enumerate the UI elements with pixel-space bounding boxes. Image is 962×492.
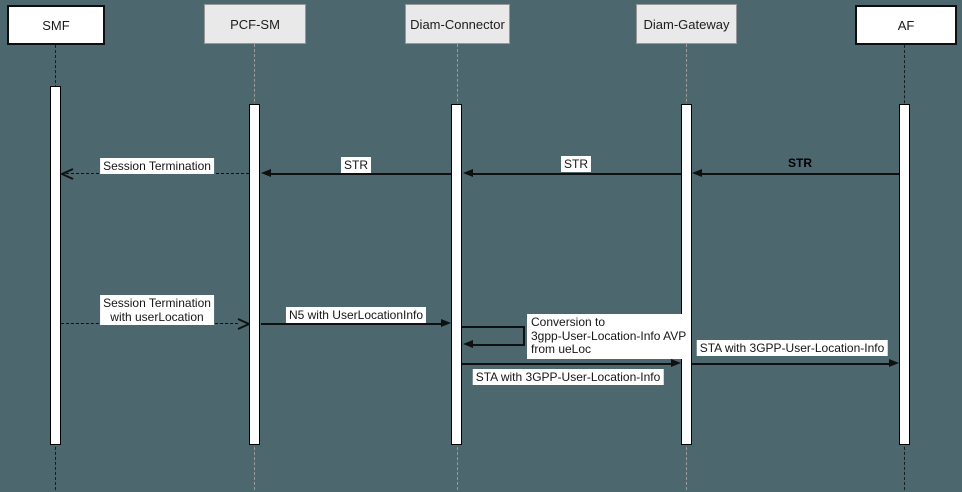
open-arrowhead-right-icon bbox=[237, 318, 250, 330]
message-line-str-2 bbox=[471, 173, 681, 175]
message-line-sta-1 bbox=[462, 363, 673, 365]
self-message-return-line bbox=[471, 344, 525, 346]
participant-pcf-sm-label: PCF-SM bbox=[230, 16, 280, 32]
message-label-sta-1: STA with 3GPP-User-Location-Info bbox=[472, 369, 664, 385]
participant-diam-connector-label: Diam-Connector bbox=[410, 16, 505, 32]
participant-af-label: AF bbox=[897, 17, 915, 33]
filled-arrowhead-right-icon bbox=[441, 319, 451, 327]
filled-arrowhead-left-icon bbox=[261, 169, 271, 177]
message-line-n5 bbox=[261, 323, 443, 325]
message-label-str-3: STR bbox=[788, 156, 812, 170]
filled-arrowhead-left-icon bbox=[692, 169, 702, 177]
self-message-top-line bbox=[462, 326, 525, 328]
message-label-conversion: Conversion to 3gpp-User-Location-Info AV… bbox=[527, 314, 691, 359]
participant-af: AF bbox=[855, 5, 957, 45]
participant-diam-connector: Diam-Connector bbox=[405, 4, 510, 44]
activation-bar-pcf-sm bbox=[249, 104, 260, 445]
participant-smf-label: SMF bbox=[42, 17, 70, 33]
filled-arrowhead-right-icon bbox=[671, 359, 681, 367]
open-arrowhead-left-icon bbox=[61, 168, 74, 180]
participant-diam-gateway: Diam-Gateway bbox=[636, 4, 737, 44]
message-line-str-3 bbox=[700, 173, 899, 175]
message-label-session-termination-userlocation: Session Termination with userLocation bbox=[100, 295, 214, 325]
self-message-vertical-line bbox=[523, 326, 525, 345]
activation-bar-diam-connector bbox=[451, 104, 462, 445]
filled-arrowhead-left-icon bbox=[463, 340, 473, 348]
participant-smf: SMF bbox=[7, 5, 105, 45]
message-label-sta-2: STA with 3GPP-User-Location-Info bbox=[696, 340, 888, 356]
participant-diam-gateway-label: Diam-Gateway bbox=[643, 16, 730, 32]
message-label-session-termination: Session Termination bbox=[100, 158, 214, 174]
activation-bar-diam-gateway bbox=[681, 104, 692, 445]
activation-bar-smf bbox=[50, 86, 61, 445]
message-label-str-1: STR bbox=[341, 157, 371, 173]
message-label-n5: N5 with UserLocationInfo bbox=[285, 307, 427, 323]
message-line-str-1 bbox=[269, 173, 451, 175]
message-line-sta-2 bbox=[692, 363, 891, 365]
filled-arrowhead-right-icon bbox=[889, 359, 899, 367]
participant-pcf-sm: PCF-SM bbox=[204, 4, 306, 44]
activation-bar-af bbox=[899, 104, 910, 445]
filled-arrowhead-left-icon bbox=[463, 169, 473, 177]
message-label-str-2: STR bbox=[561, 156, 591, 172]
